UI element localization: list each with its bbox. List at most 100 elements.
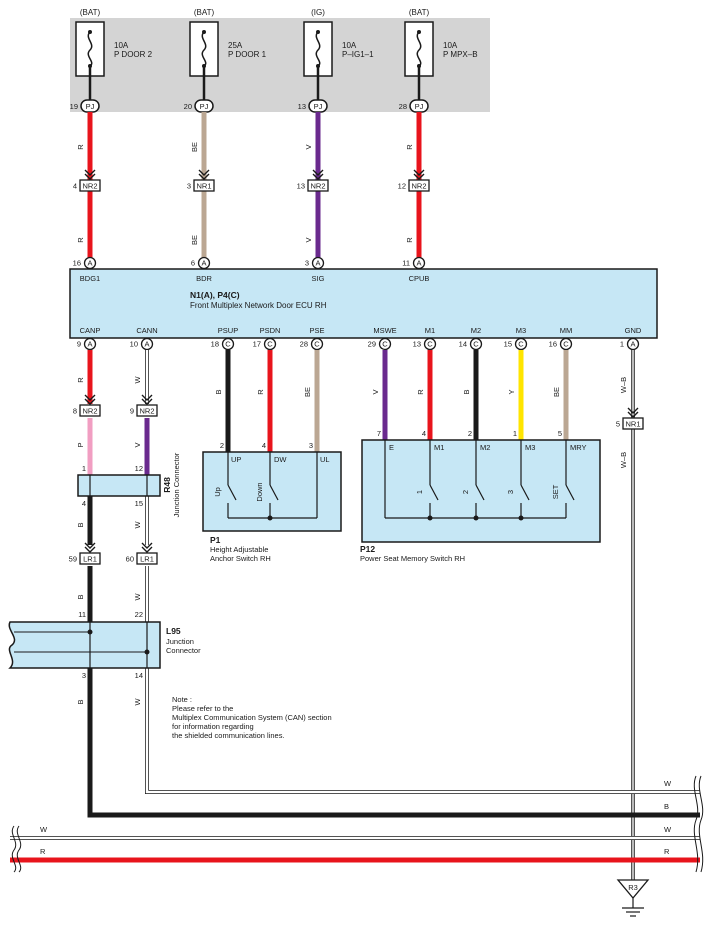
- connector-name: NR2: [82, 182, 97, 191]
- wire-code: R: [405, 144, 414, 150]
- note-line: for information regarding: [172, 722, 254, 731]
- pin-label: E: [389, 443, 394, 452]
- ecu-pin-number: 3: [305, 259, 309, 268]
- bus-label: W: [664, 825, 672, 834]
- ecu-pin-connector: C: [563, 340, 569, 349]
- ground-id: R3: [628, 883, 638, 892]
- pin-label: UP: [231, 455, 241, 464]
- connector-pin: 8: [73, 407, 77, 416]
- wire-code: W: [133, 376, 142, 384]
- top-wires: [87, 112, 422, 258]
- pj-pin: 13: [298, 102, 306, 111]
- p1-name: Height Adjustable: [210, 545, 268, 554]
- pin-number: 11: [78, 610, 86, 619]
- ecu-pin-label: M1: [425, 326, 435, 335]
- note-line: the shielded communication lines.: [172, 731, 285, 740]
- p1-anchor-switch: 2 4 3 UP DW UL Up Down P1 Height Adjusta…: [202, 441, 342, 563]
- pin-label: MRY: [570, 443, 587, 452]
- fuse-rating: 10A: [342, 41, 357, 50]
- wire-code: W: [133, 521, 142, 529]
- connector-name: NR2: [82, 407, 97, 416]
- l95-name: Junction: [166, 637, 194, 646]
- pj-pin: 20: [184, 102, 192, 111]
- note: Note : Please refer to the Multiplex Com…: [172, 695, 332, 740]
- bus-label: W: [664, 779, 672, 788]
- bottom-wires: [10, 350, 700, 880]
- switch-label: 1: [415, 490, 424, 494]
- pin-label: M3: [525, 443, 535, 452]
- pin-number: 3: [309, 441, 313, 450]
- ecu-pin-connector: C: [314, 340, 320, 349]
- ecu-pin-connector: C: [382, 340, 388, 349]
- ecu-title: N1(A), P4(C): [190, 290, 240, 300]
- pin-number: 1: [513, 429, 517, 438]
- ecu-pin-number: 14: [459, 340, 467, 349]
- l95-name-2: Connector: [166, 646, 201, 655]
- ecu-pin-connector: A: [144, 340, 149, 349]
- ecu-pin-label: CANN: [136, 326, 157, 335]
- p12-id: P12: [360, 544, 375, 554]
- bus-label: B: [664, 802, 669, 811]
- wire-code: R: [416, 389, 425, 395]
- ecu-pin-label: PSE: [309, 326, 324, 335]
- bus-break-marks: [11, 775, 704, 873]
- connector-pin: 60: [126, 555, 134, 564]
- p12-name: Power Seat Memory Switch RH: [360, 554, 465, 563]
- wire-code: B: [76, 522, 85, 527]
- ecu-pin-label: CANP: [80, 326, 101, 335]
- ecu-pin-label: MM: [560, 326, 573, 335]
- pin-label: M1: [434, 443, 444, 452]
- connector-pin: 5: [616, 420, 620, 429]
- pin-number: 4: [422, 429, 426, 438]
- wire-code: BE: [190, 142, 199, 152]
- ecu-pin-connector: A: [315, 259, 320, 268]
- wire-code: R: [76, 237, 85, 243]
- ecu-pin-number: 28: [300, 340, 308, 349]
- pin-number: 5: [558, 429, 562, 438]
- wire-code: BE: [552, 387, 561, 397]
- fuse-rating: 10A: [114, 41, 129, 50]
- wire-code: P: [76, 442, 85, 447]
- pin-number: 4: [82, 499, 86, 508]
- connector-pin: 12: [398, 182, 406, 191]
- wire-code: V: [304, 237, 313, 242]
- wire-code: B: [76, 594, 85, 599]
- ecu-pin-label: PSDN: [260, 326, 281, 335]
- ecu-box: [69, 268, 658, 339]
- switch-label: 2: [461, 490, 470, 494]
- ecu-pin-number: 15: [504, 340, 512, 349]
- r48-name: Junction Connector: [172, 452, 181, 517]
- pin-number: 7: [377, 429, 381, 438]
- note-title: Note :: [172, 695, 192, 704]
- ecu-bottom-pins: A9CANPA10CANNC18PSUPC17PSDNC28PSEC29MSWE…: [77, 326, 642, 351]
- wire-code: Y: [507, 389, 516, 394]
- fuse-name: P–IG1–1: [342, 50, 374, 59]
- ecu-subtitle: Front Multiplex Network Door ECU RH: [190, 301, 327, 310]
- ecu-pin-label: MSWE: [373, 326, 396, 335]
- wire-code: B: [76, 699, 85, 704]
- fuse-rating: 25A: [228, 41, 243, 50]
- ecu-pin-number: 11: [402, 259, 410, 268]
- wire-labels-top: R BE V R R BE V R: [76, 142, 414, 245]
- pin-label: M2: [480, 443, 490, 452]
- p1-name-2: Anchor Switch RH: [210, 554, 271, 563]
- switch-label: Down: [255, 482, 264, 501]
- ecu-pin-label: PSUP: [218, 326, 238, 335]
